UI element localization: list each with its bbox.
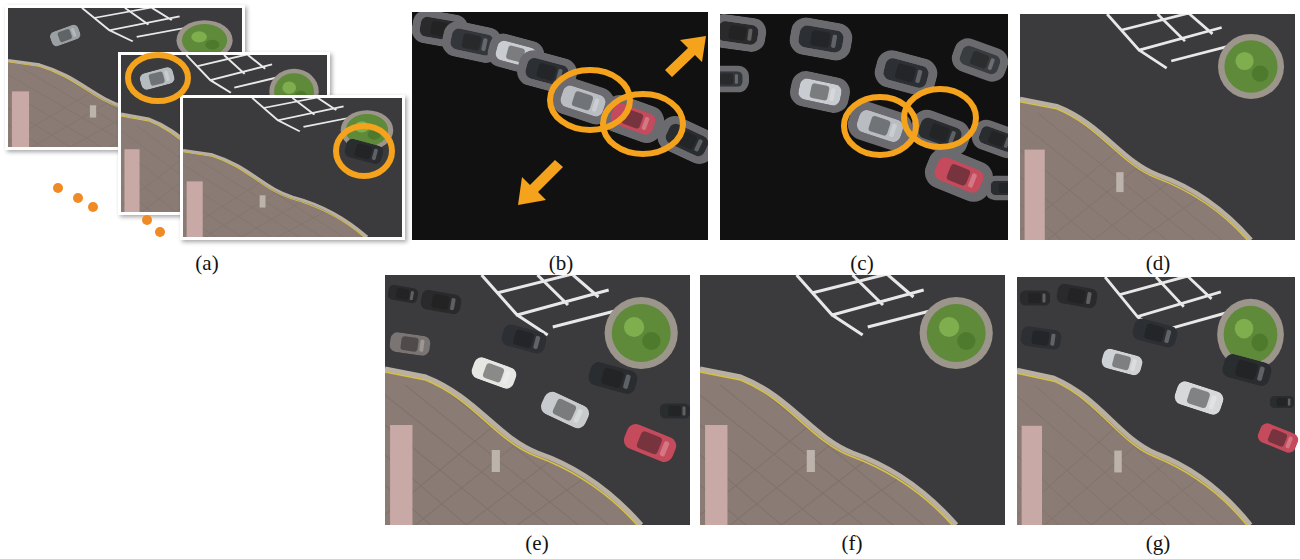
result-photo — [1017, 272, 1300, 525]
segmented-cars-panel — [409, 7, 721, 240]
panel-label: (b) — [549, 252, 574, 275]
background-photo — [700, 270, 1005, 525]
panel-label: (a) — [195, 252, 218, 275]
panel-label: (g) — [1146, 532, 1171, 555]
composite-photo — [385, 270, 690, 525]
background-photo — [1020, 9, 1295, 240]
separated-cars-panel — [705, 12, 1026, 240]
panel-label: (f) — [842, 532, 863, 555]
panel-label: (d) — [1146, 252, 1171, 275]
frame-stack — [5, 5, 405, 240]
panel-label: (c) — [850, 252, 873, 275]
panel-label: (e) — [525, 532, 548, 555]
